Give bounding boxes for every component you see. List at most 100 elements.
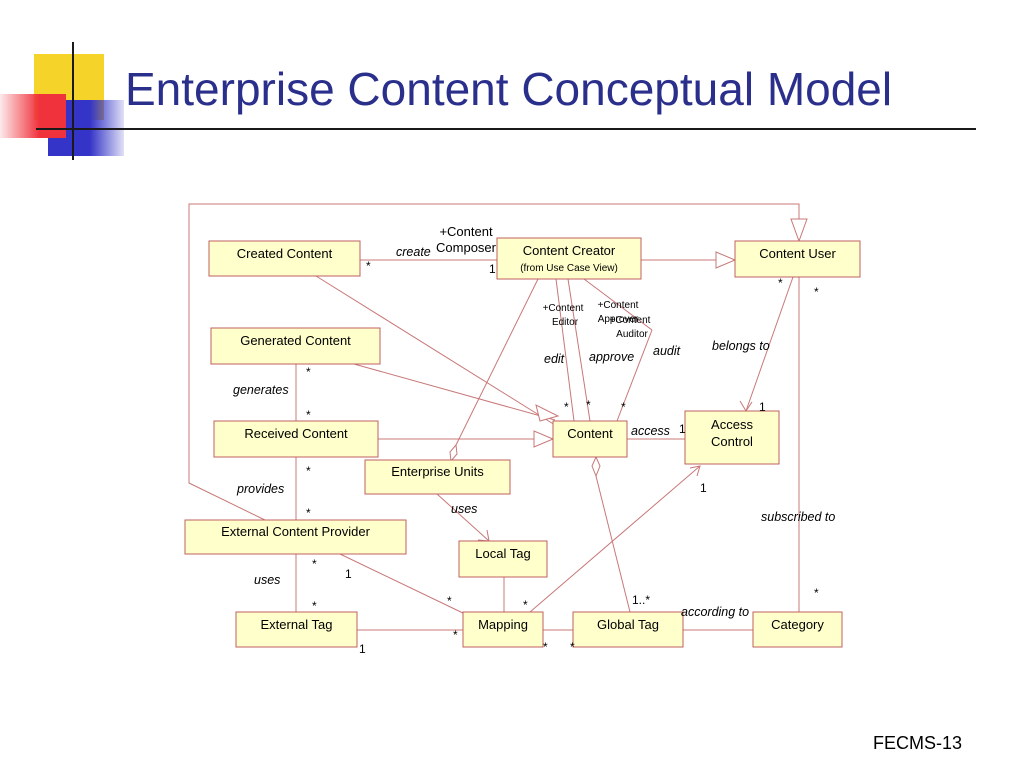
edge-creator-units (455, 278, 539, 446)
association-lines (188, 203, 808, 631)
class-created-content[interactable]: Created Content (208, 240, 361, 277)
mult-provider-one: 1 (345, 567, 352, 581)
label-received-content: Received Content (244, 426, 348, 441)
role-content-approver-2: Approver (598, 314, 639, 325)
role-content-approver-1: +Content (598, 300, 639, 311)
mult-provider-star-bottom: * (312, 557, 317, 571)
mult-user-star-b: * (814, 285, 819, 299)
edge-creator-content-audit2 (616, 329, 653, 422)
class-external-tag[interactable]: External Tag (235, 611, 358, 648)
assoc-belongs-to: belongs to (712, 339, 770, 353)
arrowhead-received-content (533, 430, 555, 448)
class-content[interactable]: Content (552, 420, 628, 458)
association-labels: create edit approve audit belongs to gen… (233, 245, 835, 619)
assoc-create: create (396, 245, 431, 259)
diamond-units (449, 443, 458, 463)
mult-content-star-c: * (621, 400, 626, 414)
assoc-according-to: according to (681, 605, 749, 619)
mult-global-one-many: 1..* (632, 593, 650, 607)
mult-category-star: * (814, 586, 819, 600)
assoc-generates: generates (233, 383, 289, 397)
arrowhead-user-generalization (790, 218, 808, 243)
mult-generated-star: * (306, 365, 311, 379)
mult-access-one-left: 1 (679, 422, 686, 436)
edge-provider-to-user (188, 203, 800, 521)
assoc-approve: approve (589, 350, 634, 364)
edge-user-access (745, 276, 794, 412)
mult-mapping-star-left: * (453, 628, 458, 642)
class-enterprise-units[interactable]: Enterprise Units (364, 459, 511, 495)
assoc-uses-provider: uses (254, 573, 280, 587)
mult-mapping-star-top-left: * (447, 594, 452, 608)
mult-access-one-bottom: 1 (700, 481, 707, 495)
mult-content-star-b: * (586, 398, 591, 412)
label-content-creator-sub: (from Use Case View) (520, 263, 618, 274)
edge-provider-mapping (339, 553, 466, 615)
mult-global-star-bottom: * (570, 640, 575, 654)
label-mapping: Mapping (478, 617, 528, 632)
label-created-content: Created Content (237, 246, 333, 261)
class-access-control[interactable]: Access Control (684, 410, 780, 465)
multiplicity-labels: * 1 * * * * * * * 1 1 1 * * * 1 * 1 * * … (306, 259, 819, 656)
edge-created-content (315, 275, 556, 426)
mult-external-tag-star: * (312, 599, 317, 613)
edge-mapping-access (529, 465, 701, 613)
assoc-uses-units: uses (451, 502, 477, 516)
class-content-user[interactable]: Content User (734, 240, 861, 278)
class-mapping[interactable]: Mapping (462, 611, 544, 648)
role-content-auditor-2: Auditor (616, 329, 648, 340)
deco-red-square (0, 94, 66, 138)
edge-creator-content-edit (555, 278, 575, 422)
class-content-creator[interactable]: Content Creator (from Use Case View) (496, 237, 642, 280)
role-content-auditor-1: +Content (610, 315, 651, 326)
class-global-tag[interactable]: Global Tag (572, 611, 684, 648)
diamond-content (591, 455, 601, 478)
label-enterprise-units: Enterprise Units (391, 464, 484, 479)
slide-footer: FECMS-13 (872, 733, 962, 753)
assoc-subscribed-to: subscribed to (761, 510, 835, 524)
label-external-content-provider: External Content Provider (221, 524, 371, 539)
label-local-tag: Local Tag (475, 546, 530, 561)
mult-provider-star-top: * (306, 506, 311, 520)
class-category[interactable]: Category (752, 611, 843, 648)
label-category: Category (771, 617, 824, 632)
mult-received-star-bottom: * (306, 464, 311, 478)
edge-creator-content-audit (583, 278, 653, 331)
label-external-tag: External Tag (260, 617, 332, 632)
mult-creator-one: 1 (489, 262, 496, 276)
slide-title: Enterprise Content Conceptual Model (125, 63, 893, 115)
assoc-access: access (631, 424, 670, 438)
class-local-tag[interactable]: Local Tag (458, 540, 548, 578)
label-global-tag: Global Tag (597, 617, 659, 632)
mult-mapping-star-bottom: * (543, 640, 548, 654)
title-underline (36, 128, 976, 130)
label-content: Content (567, 426, 613, 441)
role-labels: +Content Composer +Content Editor +Conte… (436, 224, 651, 340)
class-external-content-provider[interactable]: External Content Provider (184, 519, 407, 555)
assoc-edit: edit (544, 352, 565, 366)
role-content-composer-2: Composer (436, 240, 497, 255)
mult-received-star-top: * (306, 408, 311, 422)
edge-creator-content-approve (567, 278, 591, 422)
class-received-content[interactable]: Received Content (213, 420, 379, 458)
arrowhead-mapping-access (689, 465, 701, 477)
mult-mapping-star-top-right: * (523, 598, 528, 612)
label-generated-content: Generated Content (240, 333, 351, 348)
mult-access-one-top: 1 (759, 400, 766, 414)
label-content-user: Content User (759, 246, 836, 261)
assoc-provides: provides (236, 482, 284, 496)
label-access-control-1: Access (711, 417, 753, 432)
mult-user-star-a: * (778, 276, 783, 290)
assoc-audit: audit (653, 344, 681, 358)
deco-vertical-rule (72, 42, 74, 160)
class-generated-content[interactable]: Generated Content (210, 327, 381, 365)
mult-content-star-a: * (564, 400, 569, 414)
edge-content-globaltag (595, 475, 631, 613)
arrowhead-creator-user (715, 251, 737, 269)
edge-generated-content (353, 363, 556, 421)
mult-external-tag-one: 1 (359, 642, 366, 656)
role-content-editor-1: +Content (543, 303, 584, 314)
mult-created-star: * (366, 259, 371, 273)
label-access-control-2: Control (711, 434, 753, 449)
